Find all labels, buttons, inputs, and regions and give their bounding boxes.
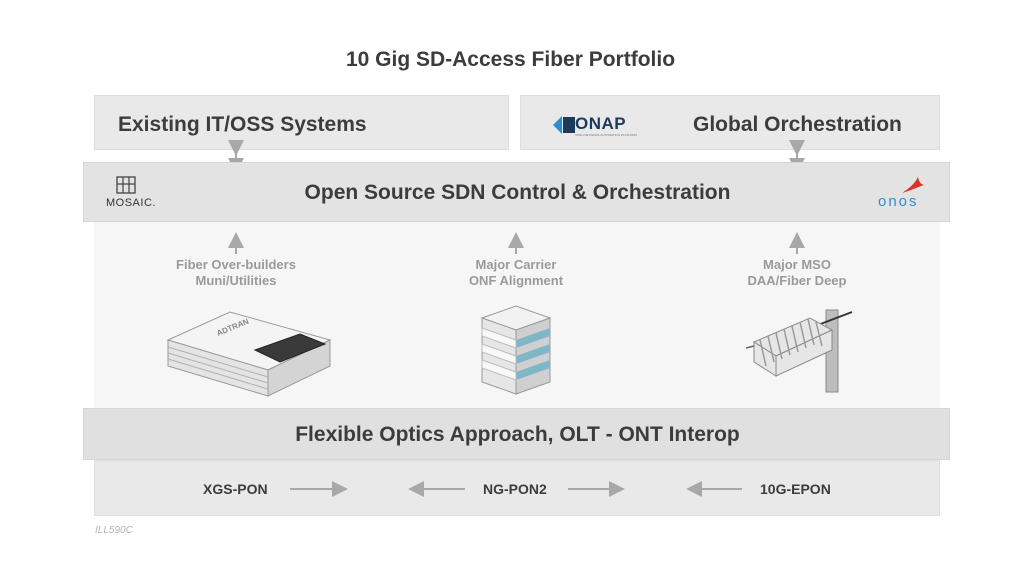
mosaic-logo: MOSAIC. — [106, 176, 166, 212]
segment-1-line2: Muni/Utilities — [195, 273, 277, 288]
segment-1-line1: Fiber Over-builders — [176, 257, 296, 272]
onap-logo: ONAP OPEN NETWORK AUTOMATION PLATFORM — [553, 114, 637, 137]
onap-logo-subtext: OPEN NETWORK AUTOMATION PLATFORM — [575, 133, 638, 137]
segment-2-line2: ONF Alignment — [468, 273, 564, 288]
segment-label-major-carrier: Major Carrier ONF Alignment — [426, 257, 606, 289]
optics-bar: Flexible Optics Approach, OLT - ONT Inte… — [83, 408, 950, 460]
optics-label: Flexible Optics Approach, OLT - ONT Inte… — [295, 423, 740, 446]
segment-3-line1: Major MSO — [763, 257, 831, 272]
pon-label-10g-epon: 10G-EPON — [760, 481, 831, 497]
onos-bird-icon — [902, 177, 924, 193]
segment-label-major-mso: Major MSO DAA/Fiber Deep — [707, 257, 887, 289]
global-orchestration-box: ONAP OPEN NETWORK AUTOMATION PLATFORM Gl… — [520, 95, 940, 150]
mosaic-logo-icon — [116, 176, 136, 194]
existing-it-oss-label: Existing IT/OSS Systems — [118, 113, 367, 136]
onap-logo-text: ONAP — [575, 114, 627, 133]
segment-label-fiber-overbuilders: Fiber Over-builders Muni/Utilities — [146, 257, 326, 289]
onos-logo: onos — [874, 175, 934, 211]
sdn-control-bar: MOSAIC. Open Source SDN Control & Orches… — [83, 162, 950, 222]
sdn-control-label: Open Source SDN Control & Orchestration — [304, 181, 731, 204]
global-orchestration-label: Global Orchestration — [693, 113, 902, 136]
diagram-title: 10 Gig SD-Access Fiber Portfolio — [345, 48, 676, 71]
pon-types-area — [94, 460, 940, 516]
pole-node-icon — [745, 309, 853, 393]
mosaic-logo-text: MOSAIC. — [106, 197, 156, 209]
onap-logo-icon — [553, 116, 575, 134]
onos-logo-text: onos — [878, 193, 919, 210]
figure-id: ILL590C — [95, 525, 133, 536]
segment-2-line1: Major Carrier — [475, 257, 557, 272]
segment-3-line2: DAA/Fiber Deep — [747, 273, 847, 288]
olt-chassis-icon: ADTRAN — [166, 311, 332, 397]
pon-label-xgs: XGS-PON — [203, 481, 268, 497]
existing-it-oss-box: Existing IT/OSS Systems — [94, 95, 509, 150]
pon-label-ngpon2: NG-PON2 — [483, 481, 547, 497]
server-stack-icon — [480, 305, 552, 395]
